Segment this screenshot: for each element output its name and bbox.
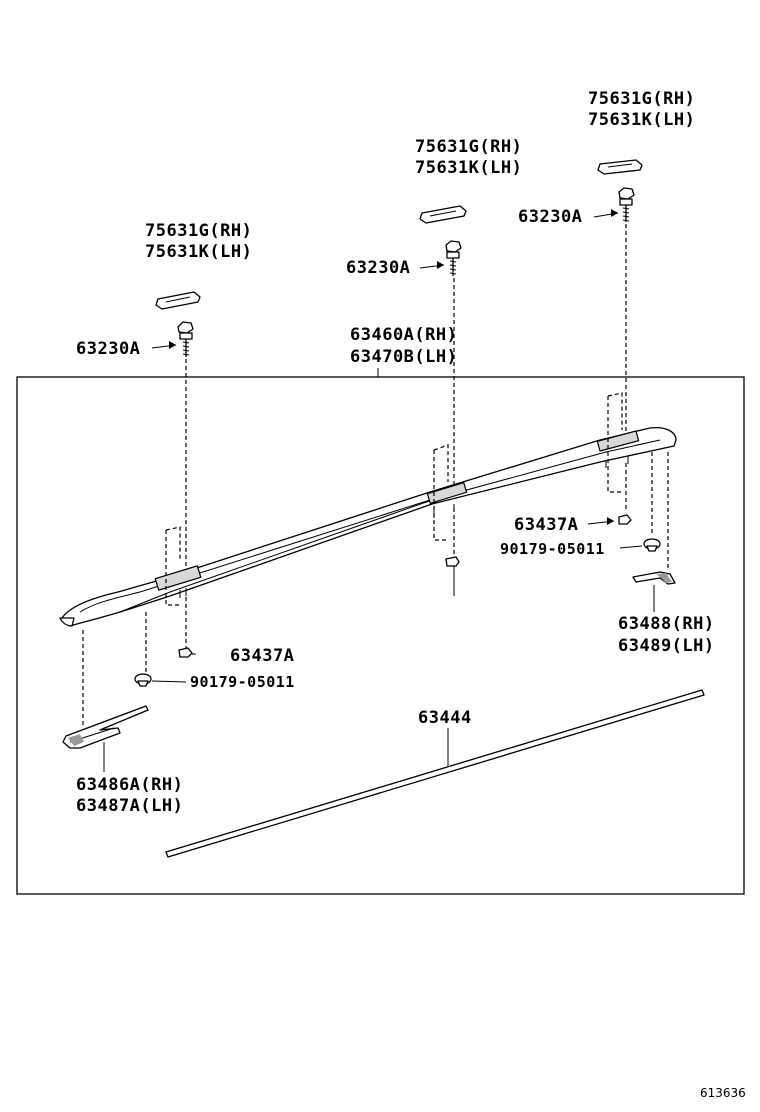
nut-left	[134, 673, 152, 687]
label-cover-middle-rh: 75631G(RH)	[415, 137, 522, 157]
end-cover-front	[62, 705, 149, 749]
label-rail-lh: 63470B(LH)	[350, 347, 457, 367]
label-cover-right-lh: 75631K(LH)	[588, 110, 695, 130]
spacer-left	[178, 647, 193, 658]
label-molding: 63444	[418, 708, 472, 728]
label-cover-left-lh: 75631K(LH)	[145, 242, 252, 262]
label-end-cover-rear-rh: 63488(RH)	[618, 614, 715, 634]
label-nut-right: 90179-05011	[500, 540, 605, 558]
spacer-right	[618, 514, 632, 525]
leader-lines	[151, 209, 655, 683]
label-rail-rh: 63460A(RH)	[350, 325, 457, 345]
assembly-frame	[16, 376, 745, 895]
label-spacer-left: 63437A	[230, 646, 294, 666]
label-cover-right-rh: 75631G(RH)	[588, 89, 695, 109]
molding-strip	[165, 689, 705, 858]
label-end-cover-rear-lh: 63489(LH)	[618, 636, 715, 656]
bolt-right	[618, 187, 635, 222]
label-bolt-middle: 63230A	[346, 258, 410, 278]
end-cover-rear	[632, 571, 676, 585]
roof-rail	[59, 426, 677, 627]
label-cover-left-rh: 75631G(RH)	[145, 221, 252, 241]
bolt-middle	[445, 240, 462, 276]
spacer-middle	[445, 556, 460, 567]
cover-left	[155, 291, 201, 310]
label-nut-left: 90179-05011	[190, 673, 295, 691]
label-spacer-right: 63437A	[514, 515, 578, 535]
label-bolt-right: 63230A	[518, 207, 582, 227]
bolt-left	[177, 321, 194, 357]
label-cover-middle-lh: 75631K(LH)	[415, 158, 522, 178]
cover-right	[597, 159, 643, 175]
label-bolt-left: 63230A	[76, 339, 140, 359]
label-end-cover-front-rh: 63486A(RH)	[76, 775, 183, 795]
label-end-cover-front-lh: 63487A(LH)	[76, 796, 183, 816]
cover-middle	[419, 205, 467, 224]
figure-number: 613636	[700, 1086, 746, 1100]
nut-right	[643, 538, 661, 552]
